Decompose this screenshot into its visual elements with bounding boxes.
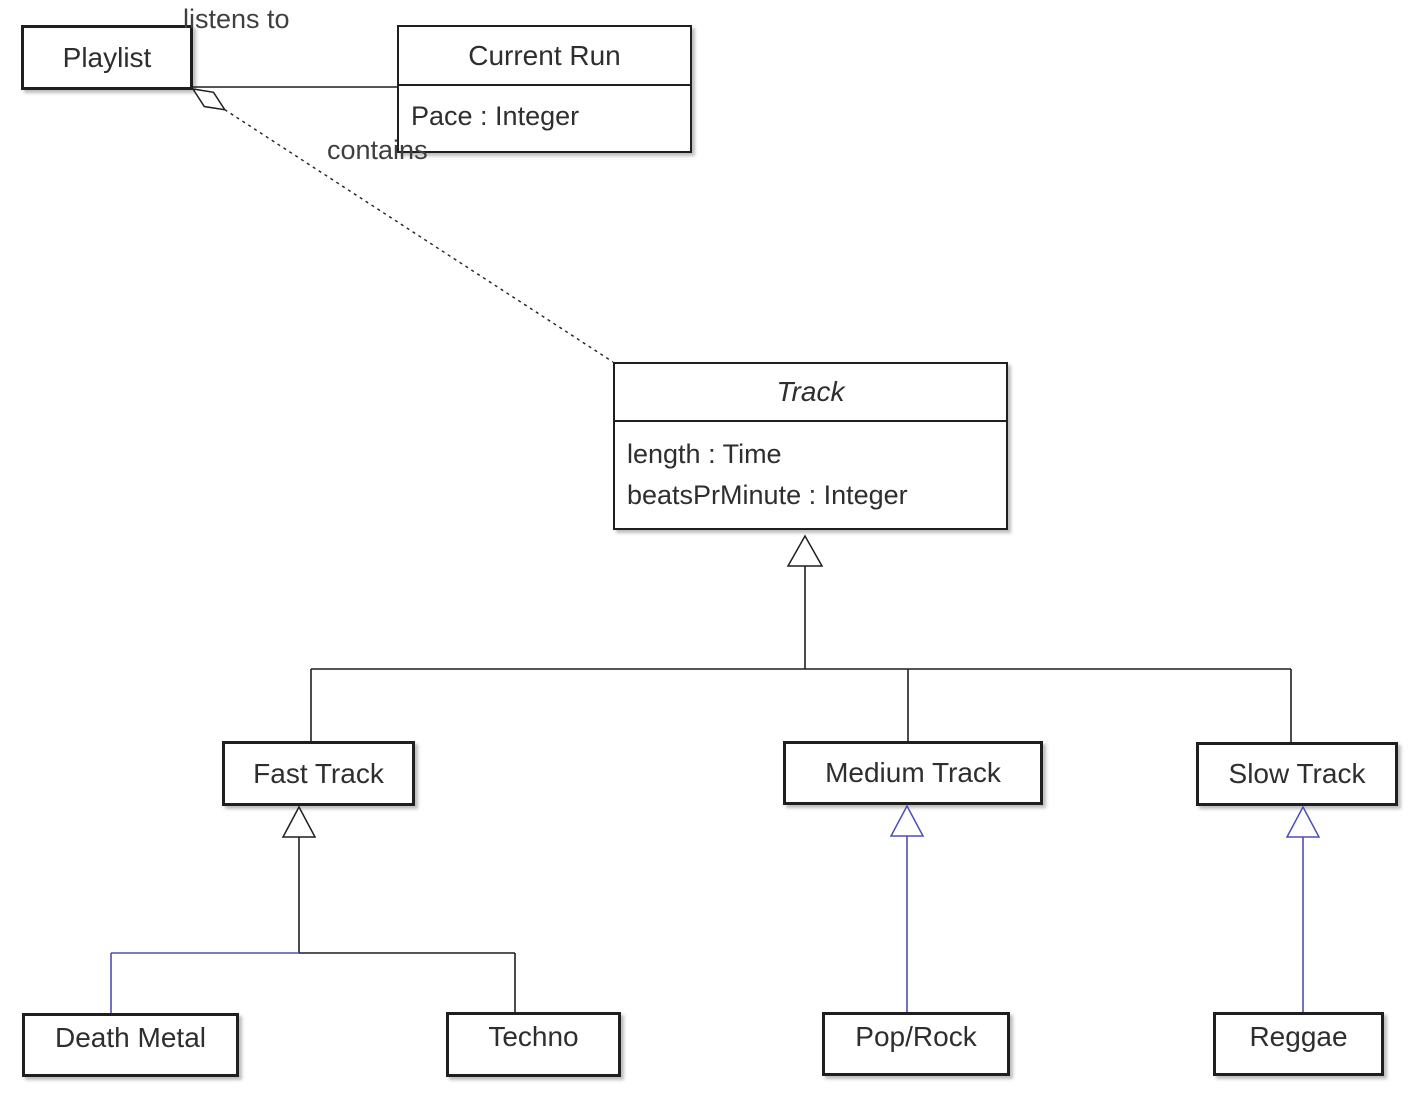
class-death-metal[interactable]: Death Metal (22, 1013, 239, 1077)
attribute-compartment: Pace : Integer (399, 86, 690, 137)
class-name: Medium Track (825, 757, 1001, 788)
aggregation-diamond-icon (191, 87, 227, 111)
class-current-run[interactable]: Current Run Pace : Integer (397, 25, 692, 153)
generalization-fast-track[interactable] (110, 805, 516, 1013)
class-name: Fast Track (253, 757, 384, 789)
class-attribute: Pace : Integer (411, 101, 580, 131)
generalization-medium-track[interactable] (889, 804, 925, 1012)
class-medium-track[interactable]: Medium Track (783, 741, 1043, 805)
class-playlist[interactable]: Playlist (21, 25, 193, 90)
class-attribute: length : Time (627, 439, 782, 469)
class-name: Techno (488, 1021, 579, 1052)
inheritance-triangle-icon (786, 534, 824, 567)
edge-label-contains[interactable]: contains (327, 135, 428, 165)
inheritance-triangle-icon (281, 805, 317, 838)
generalization-track[interactable] (310, 534, 1292, 742)
inheritance-triangle-icon (1285, 805, 1321, 838)
class-slow-track[interactable]: Slow Track (1196, 742, 1398, 806)
class-name: Death Metal (55, 1022, 206, 1053)
inheritance-triangle-icon (889, 804, 925, 837)
class-track[interactable]: Track length : Time beatsPrMinute : Inte… (613, 362, 1008, 530)
class-name: Current Run (399, 27, 690, 86)
edge-label-listens-to[interactable]: listens to (183, 4, 290, 34)
class-fast-track[interactable]: Fast Track (222, 741, 415, 806)
class-name: Track (615, 364, 1006, 422)
class-reggae[interactable]: Reggae (1213, 1012, 1384, 1076)
attribute-compartment: length : Time beatsPrMinute : Integer (615, 422, 1006, 516)
class-techno[interactable]: Techno (446, 1012, 621, 1077)
class-pop-rock[interactable]: Pop/Rock (822, 1012, 1010, 1076)
class-attribute: beatsPrMinute : Integer (627, 480, 908, 510)
class-name: Playlist (62, 41, 152, 73)
class-name: Pop/Rock (855, 1021, 977, 1052)
generalization-slow-track[interactable] (1285, 805, 1321, 1012)
class-name: Reggae (1249, 1021, 1348, 1052)
class-name: Slow Track (1228, 758, 1366, 789)
